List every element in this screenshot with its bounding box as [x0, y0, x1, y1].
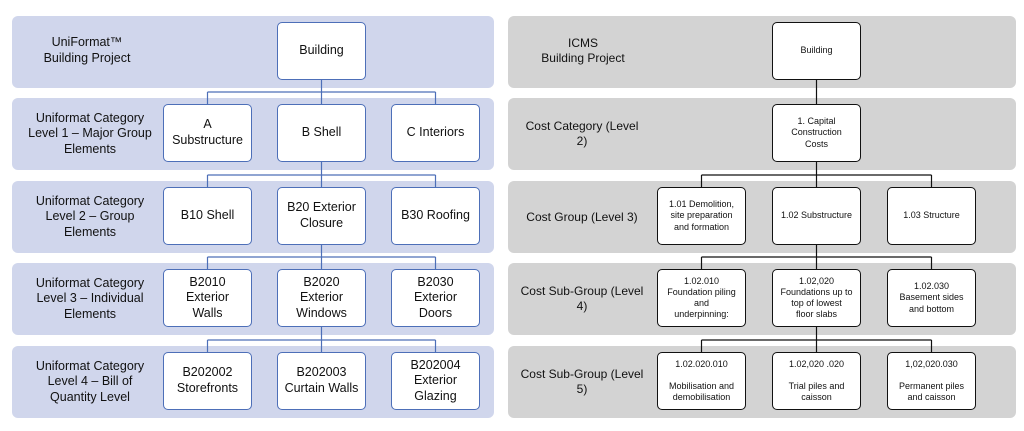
uniformat-node-b30-roofing: B30 Roofing — [391, 187, 480, 245]
icms-level2-label: Cost Category (Level 2) — [525, 119, 639, 148]
icms-level3-label: Cost Group (Level 3) — [526, 209, 638, 224]
icms-level4-label: Cost Sub-Group (Level 4) — [520, 284, 644, 313]
icms-node-1-02-020-010-mobilisation: 1.02.020.010 Mobilisation and demobilisa… — [657, 352, 746, 410]
uniformat-node-b2020-exterior-windows: B2020 Exterior Windows — [277, 269, 366, 327]
icms-node-capital-construction-costs: 1. Capital Construction Costs — [772, 104, 861, 162]
icms-node-1-02-020-030-permanent-piles: 1,02,020.030 Permanent piles and caisson — [887, 352, 976, 410]
icms-project-label: ICMS Building Project — [541, 36, 625, 65]
uniformat-node-b2010-exterior-walls: B2010 Exterior Walls — [163, 269, 252, 327]
uniformat-node-b10-shell: B10 Shell — [163, 187, 252, 245]
icms-node-1-02-020-020-trial-piles: 1.02,020 .020 Trial piles and caisson — [772, 352, 861, 410]
icms-band-project — [508, 16, 1016, 88]
icms-node-1-03-structure: 1.03 Structure — [887, 187, 976, 245]
uniformat-node-c-interiors: C Interiors — [391, 104, 480, 162]
uniformat-node-building: Building — [277, 22, 366, 80]
icms-node-building: Building — [772, 22, 861, 80]
icms-node-1-01-demolition: 1.01 Demolition, site preparation and fo… — [657, 187, 746, 245]
uniformat-project-label: UniFormat™ Building Project — [43, 35, 131, 65]
uniformat-level2-label: Uniformat Category Level 2 – Group Eleme… — [35, 193, 145, 239]
uniformat-level3-label: Uniformat Category Level 3 – Individual … — [35, 275, 145, 321]
uniformat-level1-label: Uniformat Category Level 1 – Major Group… — [28, 110, 152, 156]
icms-node-1-02-substructure: 1.02 Substructure — [772, 187, 861, 245]
uniformat-node-a-substructure: A Substructure — [163, 104, 252, 162]
icms-node-1-02-010-foundation-piling: 1.02.010 Foundation piling and underpinn… — [657, 269, 746, 327]
icms-level5-label: Cost Sub-Group (Level 5) — [520, 367, 644, 396]
uniformat-node-b2030-exterior-doors: B2030 Exterior Doors — [391, 269, 480, 327]
uniformat-node-b20-exterior-closure: B20 Exterior Closure — [277, 187, 366, 245]
icms-node-1-02-020-foundations: 1.02,020 Foundations up to top of lowest… — [772, 269, 861, 327]
uniformat-node-b202002-storefronts: B202002 Storefronts — [163, 352, 252, 410]
icms-node-1-02-030-basement: 1.02.030 Basement sides and bottom — [887, 269, 976, 327]
uniformat-band-project — [12, 16, 494, 88]
uniformat-node-b202004-exterior-glazing: B202004 Exterior Glazing — [391, 352, 480, 410]
icms-band-level2 — [508, 98, 1016, 170]
uniformat-node-b-shell: B Shell — [277, 104, 366, 162]
uniformat-level4-label: Uniformat Category Level 4 – Bill of Qua… — [35, 358, 145, 404]
uniformat-node-b202003-curtain-walls: B202003 Curtain Walls — [277, 352, 366, 410]
